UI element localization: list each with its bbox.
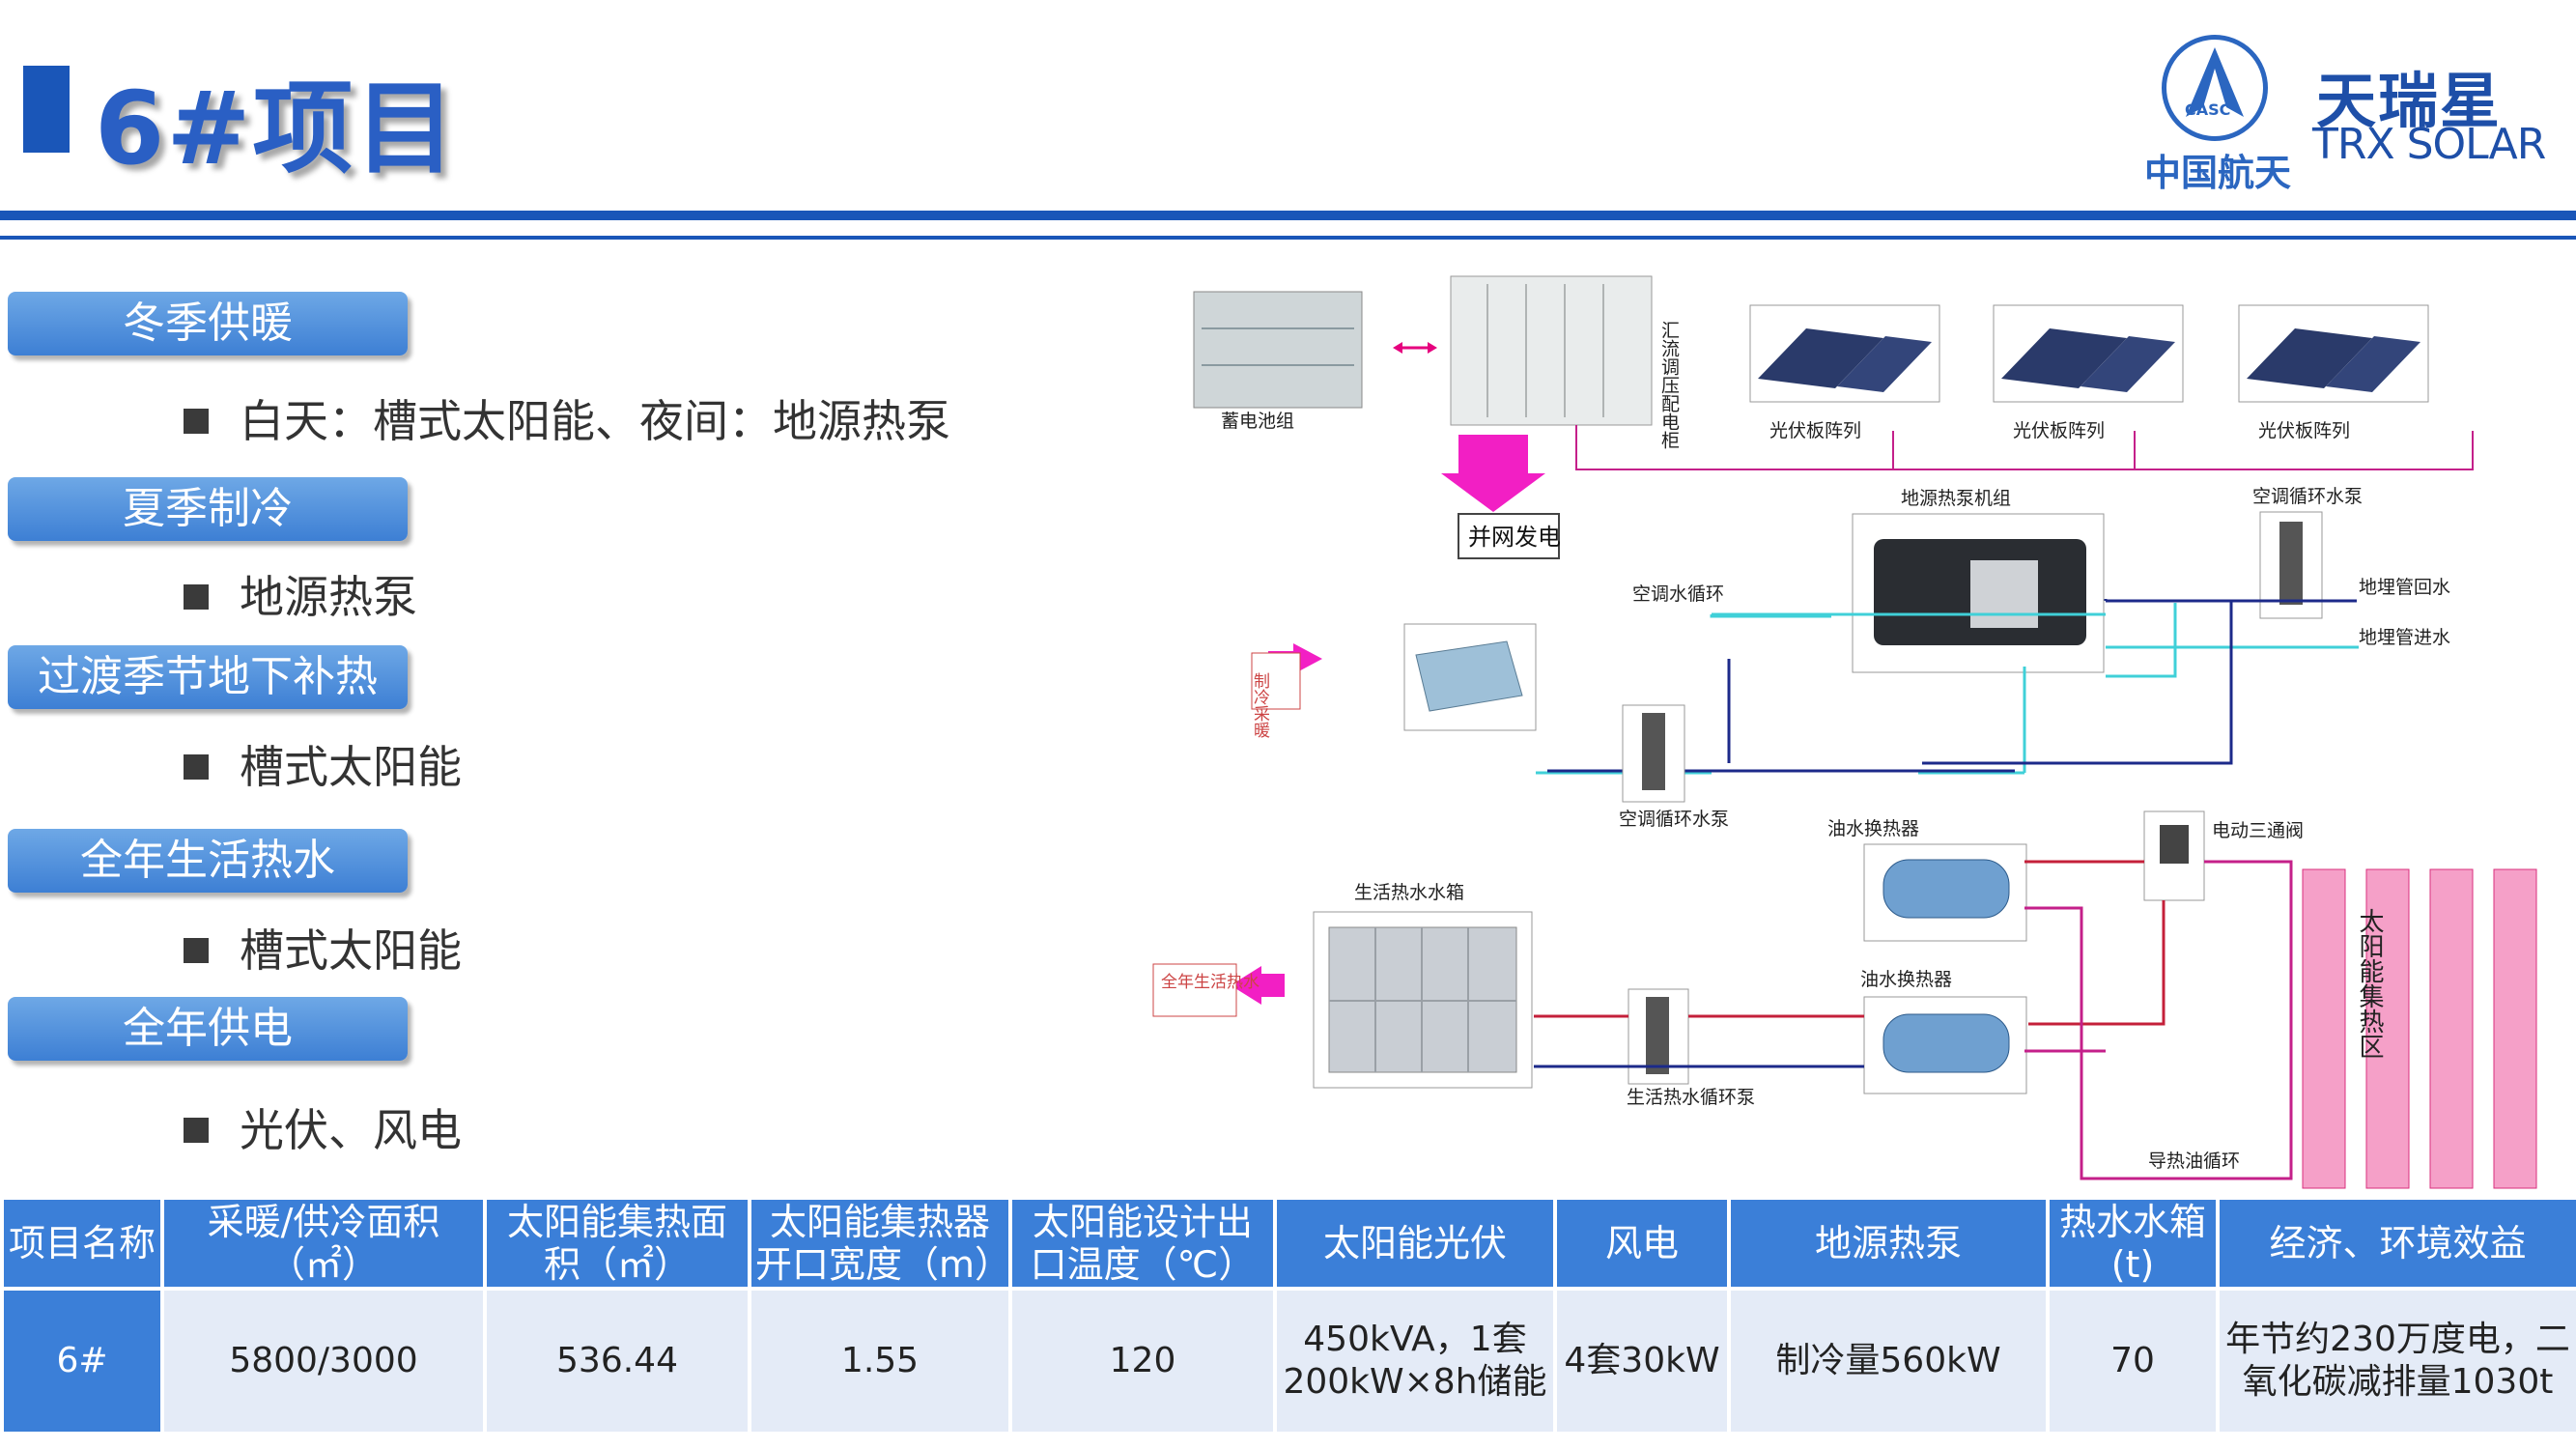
table-cell: 450kVA，1套200kW×8h储能	[1273, 1287, 1557, 1435]
cabinet-image	[1450, 275, 1653, 426]
title-accent-bar	[23, 66, 70, 153]
section-header-summer: 夏季制冷	[8, 477, 408, 541]
battery-image	[1193, 291, 1363, 409]
ac-loop-label: 空调水循环	[1632, 583, 1724, 605]
bullet-square-icon	[184, 753, 209, 780]
cabinet-label: 汇流调压配电柜	[1658, 321, 1680, 449]
section-header-hotwater: 全年生活热水	[8, 829, 408, 893]
hot-water-arrow-icon	[1231, 966, 1285, 1005]
col-header: 太阳能集热面积（㎡）	[483, 1196, 751, 1291]
header-rule	[0, 211, 2576, 220]
table-cell: 制冷量560kW	[1727, 1287, 2050, 1435]
section-bullet-hotwater: 槽式太阳能	[184, 916, 462, 980]
svg-text:光伏板阵列: 光伏板阵列	[2258, 420, 2350, 441]
section-bullet-power: 光伏、风电	[184, 1095, 462, 1159]
table-cell: 120	[1008, 1287, 1277, 1435]
section-bullet-transition: 槽式太阳能	[184, 732, 462, 796]
pv-array-3: 光伏板阵列	[2238, 304, 2429, 441]
table-cell: 6#	[0, 1287, 164, 1435]
col-header: 太阳能光伏	[1273, 1196, 1557, 1291]
col-header: 太阳能设计出口温度（℃）	[1008, 1196, 1277, 1291]
bullet-square-icon	[184, 408, 209, 434]
table-cell: 年节约230万度电，二氧化碳减排量1030t	[2216, 1287, 2576, 1435]
header-rule-thin	[0, 236, 2576, 240]
table-cell: 4套30kW	[1553, 1287, 1731, 1435]
grid-arrow-icon	[1441, 435, 1545, 512]
cool-heat-label: 制冷采暖	[1250, 672, 1270, 738]
col-header: 地源热泵	[1727, 1196, 2050, 1291]
valve-label: 电动三通阀	[2212, 820, 2304, 841]
bullet-square-icon	[184, 583, 209, 610]
col-header: 经济、环境效益	[2216, 1196, 2576, 1291]
bullet-text: 光伏、风电	[240, 1104, 462, 1156]
table-header-row: 项目名称 采暖/供冷面积（㎡） 太阳能集热面积（㎡） 太阳能集热器开口宽度（m）…	[0, 1196, 2576, 1291]
tank-label: 生活热水水箱	[1354, 882, 1464, 903]
casc-logo-icon	[2162, 35, 2268, 141]
hot-water-label: 全年生活热水	[1161, 973, 1260, 992]
bullet-text: 槽式太阳能	[240, 741, 462, 793]
section-bullet-summer: 地源热泵	[184, 562, 417, 626]
bullet-square-icon	[184, 1117, 209, 1143]
ac-pump-top-label: 空调循环水泵	[2252, 486, 2363, 507]
hx1-label: 油水换热器	[1827, 818, 1919, 839]
solar-collector-field: 太阳能集热区	[2302, 868, 2537, 1189]
table-row: 6# 5800/3000 536.44 1.55 120 450kVA，1套20…	[0, 1287, 2576, 1435]
col-header: 风电	[1553, 1196, 1731, 1291]
page-title: 6#项目	[95, 70, 458, 187]
col-header: 热水水箱(t)	[2046, 1196, 2220, 1291]
table-cell: 1.55	[748, 1287, 1012, 1435]
return-water-label: 地埋管回水	[2359, 577, 2450, 598]
oil-loop-label: 导热油循环	[2148, 1151, 2240, 1172]
table-cell: 70	[2046, 1287, 2220, 1435]
bullet-square-icon	[184, 937, 209, 963]
grid-label: 并网发电	[1468, 524, 1561, 551]
solar-zone-label: 太阳能集热区	[2355, 908, 2384, 1059]
trx-logo-name: 天瑞星	[2316, 66, 2503, 136]
pv-array-2: 光伏板阵列	[1993, 304, 2184, 441]
system-diagram: 蓄电池组 汇流调压配电柜 光伏板阵列 光伏板阵列 光伏板阵列 并网发电 地源热泵…	[1152, 275, 2537, 1189]
pv-array-1: 光伏板阵列	[1749, 304, 1940, 441]
bullet-text: 槽式太阳能	[240, 924, 462, 977]
table-cell: 5800/3000	[160, 1287, 487, 1435]
col-header: 太阳能集热器开口宽度（m）	[748, 1196, 1012, 1291]
section-header-winter: 冬季供暖	[8, 292, 408, 355]
section-bullet-winter: 白天：槽式太阳能、夜间：地源热泵	[184, 386, 950, 450]
heatpump-label: 地源热泵机组	[1901, 488, 2011, 509]
hx2-label: 油水换热器	[1860, 969, 1952, 990]
col-header: 采暖/供冷面积（㎡）	[160, 1196, 487, 1291]
trx-logo-en: TRX SOLAR	[2312, 120, 2546, 169]
svg-text:光伏板阵列: 光伏板阵列	[2013, 420, 2105, 441]
ac-pump-label: 空调循环水泵	[1619, 809, 1729, 830]
battery-label: 蓄电池组	[1221, 411, 1294, 432]
col-header: 项目名称	[0, 1196, 164, 1291]
bullet-text: 地源热泵	[240, 571, 417, 623]
section-header-power: 全年供电	[8, 997, 408, 1061]
project-table: 项目名称 采暖/供冷面积（㎡） 太阳能集热面积（㎡） 太阳能集热器开口宽度（m）…	[0, 1196, 2576, 1435]
table-cell: 536.44	[483, 1287, 751, 1435]
casc-abbr: CASC	[2185, 100, 2231, 119]
hw-pump-label: 生活热水循环泵	[1627, 1087, 1755, 1108]
supply-water-label: 地埋管进水	[2359, 627, 2450, 648]
bullet-text: 白天：槽式太阳能、夜间：地源热泵	[240, 395, 950, 447]
svg-text:光伏板阵列: 光伏板阵列	[1769, 420, 1861, 441]
casc-name: 中国航天	[2144, 152, 2292, 194]
section-header-transition: 过渡季节地下补热	[8, 645, 408, 709]
